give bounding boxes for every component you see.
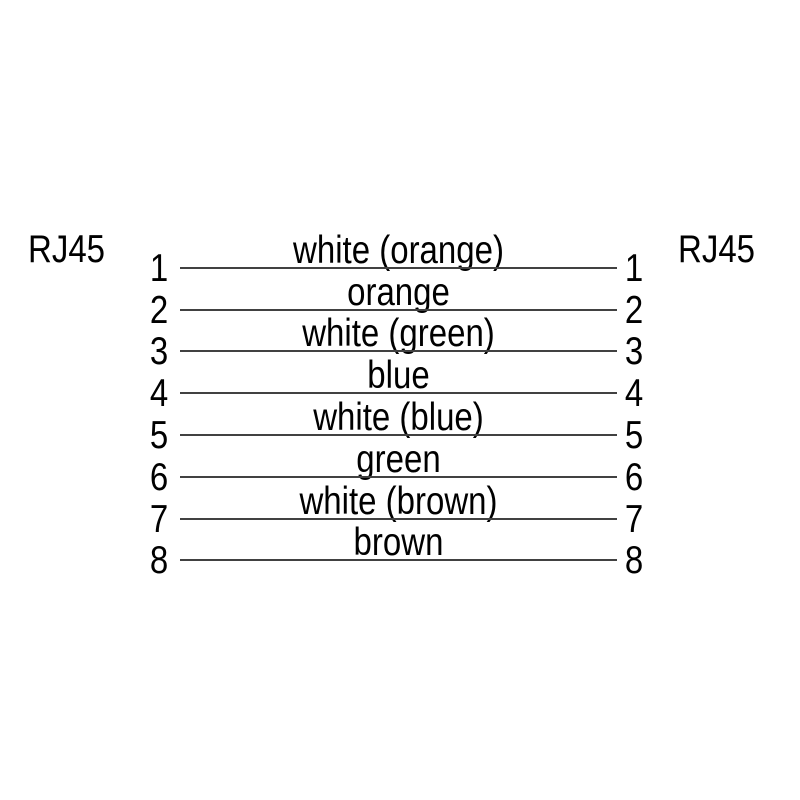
pin-number-left-4: 4 [149, 370, 169, 415]
pin-number-right-8: 8 [624, 538, 644, 582]
right-connector-text: RJ45 [678, 226, 756, 270]
pin-number-right-4: 4 [624, 370, 644, 415]
wire-row-7: 7 white (brown) 7 [0, 478, 800, 539]
pin-number-left-8: 8 [149, 538, 169, 582]
wire-line-7 [180, 517, 617, 520]
pin-number-left-5: 5 [149, 412, 169, 457]
wire-row-1: 1 white (orange) 1 [0, 227, 800, 288]
wire-row-5: 5 white (blue) 5 [0, 394, 800, 455]
right-connector-label: RJ45 [678, 229, 755, 268]
wire-color-label-6: green [356, 436, 441, 481]
wire-line-8 [180, 559, 617, 562]
wire-line-6 [180, 475, 617, 478]
wire-row-3: 3 white (green) 3 [0, 311, 800, 372]
pin-number-right-7: 7 [624, 496, 644, 540]
pin-number-right-1: 1 [624, 245, 644, 289]
wire-row-4: 4 blue 4 [0, 352, 800, 414]
wire-line-5 [180, 433, 617, 436]
wire-rows: 1 white (orange) 1 2 orange 2 3 white (g… [0, 227, 800, 581]
pin-number-left-1: 1 [149, 245, 169, 289]
wire-row-6: 6 green 6 [0, 436, 800, 497]
wire-color-label-8: brown [353, 520, 444, 564]
pin-number-right-3: 3 [624, 329, 644, 373]
pin-number-right-2: 2 [624, 287, 644, 331]
wire-color-label-4: blue [367, 353, 430, 397]
pin-number-right-5: 5 [624, 412, 644, 457]
wire-row-8: 8 brown 8 [0, 520, 800, 581]
wire-row-2: 2 orange 2 [0, 269, 800, 330]
pin-number-left-3: 3 [149, 329, 169, 373]
wire-line-3 [180, 350, 617, 353]
wire-line-2 [180, 308, 617, 311]
wire-line-4 [180, 392, 617, 395]
wire-line-1 [180, 266, 617, 269]
pin-number-left-2: 2 [149, 287, 169, 331]
wire-color-label-1: white (orange) [293, 227, 504, 272]
left-connector-label: RJ45 [28, 229, 105, 268]
pin-number-right-6: 6 [624, 454, 644, 498]
wire-color-label-2: orange [347, 269, 450, 313]
pin-number-left-7: 7 [149, 496, 169, 540]
wire-color-label-3: white (green) [302, 311, 495, 355]
left-connector-text: RJ45 [28, 226, 106, 270]
wire-color-label-5: white (blue) [313, 395, 484, 439]
wire-color-label-7: white (brown) [299, 478, 498, 522]
pin-number-left-6: 6 [149, 454, 169, 498]
